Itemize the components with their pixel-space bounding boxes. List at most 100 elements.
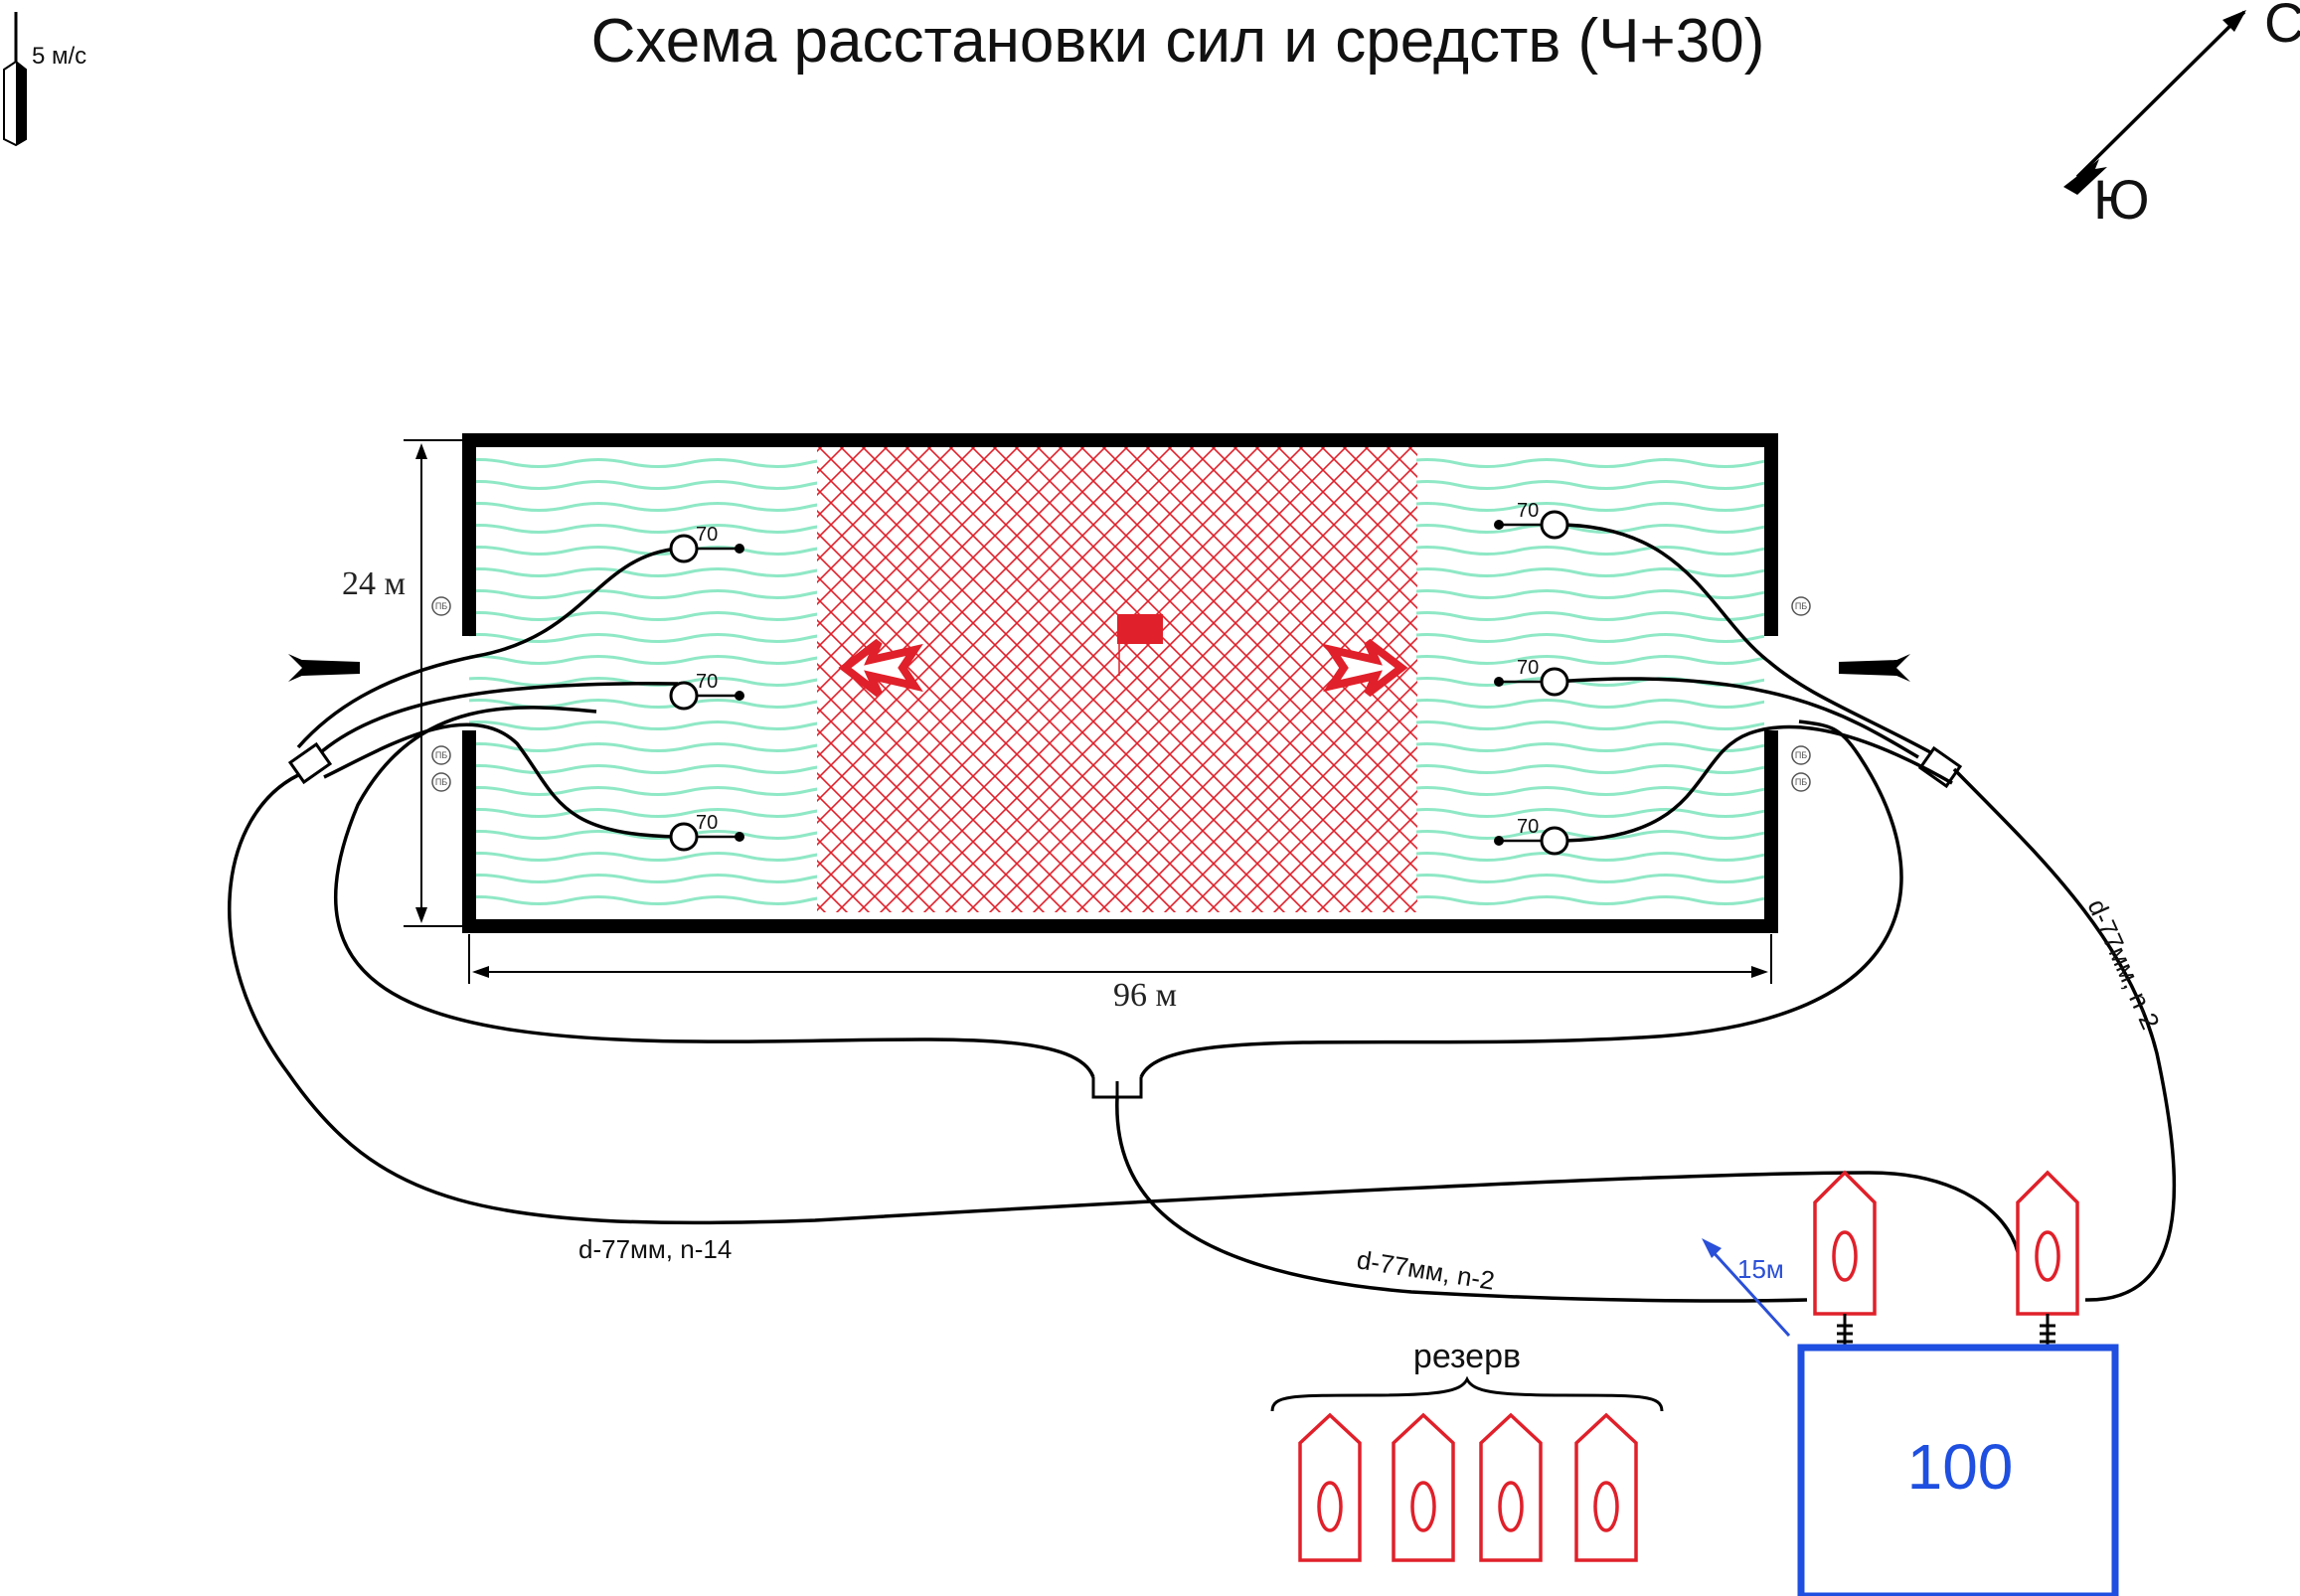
nozzle-left-1: 70 (669, 524, 744, 563)
reserve-engine (1298, 1412, 1362, 1562)
water-wave-line (1416, 699, 1764, 709)
water-wave-line (1416, 524, 1764, 534)
hose-label-main: d-77мм, n-14 (578, 1234, 732, 1264)
water-wave-line (469, 567, 817, 577)
north-arrow-icon (2222, 10, 2246, 32)
nozzle-left-3: 70 (669, 812, 744, 852)
water-wave-line (469, 764, 817, 774)
water-wave-line (1416, 458, 1764, 468)
water-wave-line (469, 611, 817, 621)
water-wave-line (469, 458, 817, 468)
water-wave-line (1416, 677, 1764, 687)
water-wave-line (469, 524, 817, 534)
water-wave-line (469, 742, 817, 752)
water-wave-line (469, 589, 817, 599)
nozzle-right-3: 70 (1494, 816, 1569, 856)
south-tail-icon (2063, 159, 2107, 195)
water-wave-line (1416, 611, 1764, 621)
page-title: Схема расстановки сил и средств (Ч+30) (591, 7, 1765, 76)
svg-text:ПБ: ПБ (435, 601, 447, 611)
nozzle-label: 70 (696, 812, 718, 834)
nozzle-right-2: 70 (1494, 657, 1569, 697)
water-wave-line (469, 502, 817, 512)
height-label: 24 м (342, 565, 406, 602)
water-wave-line (469, 720, 817, 730)
reserve-engine (1392, 1412, 1455, 1562)
svg-text:ПБ: ПБ (1795, 777, 1807, 787)
hydrant-mark: ПБ (431, 772, 451, 792)
height-dimension: 24 м (342, 439, 463, 927)
water-wave-line (1416, 567, 1764, 577)
water-wave-line (1416, 502, 1764, 512)
nozzle-label: 70 (696, 671, 718, 693)
water-wave-line (1416, 874, 1764, 883)
svg-text:ПБ: ПБ (1795, 750, 1807, 760)
reserve-engine (1574, 1412, 1638, 1562)
water-wave-line (1416, 852, 1764, 862)
nozzle-label: 70 (1517, 816, 1539, 838)
fire-spread-arrow-left (838, 638, 923, 698)
center-splitter (1091, 1077, 1143, 1099)
reserve-label: резерв (1413, 1338, 1521, 1375)
hydrant-mark: ПБ (431, 745, 451, 765)
width-dimension: 96 м (468, 934, 1772, 1014)
nozzle-label: 70 (696, 524, 718, 546)
reserve-group: резерв (1270, 1338, 1664, 1562)
distance-label: 15м (1737, 1254, 1784, 1284)
right-branch-connector (1917, 745, 1963, 789)
water-wave-line (469, 874, 817, 883)
compass-south-label: Ю (2093, 168, 2150, 231)
water-wave-line (1416, 589, 1764, 599)
water-wave-line (469, 786, 817, 796)
water-wave-line (1416, 742, 1764, 752)
fire-engine-1 (1813, 1170, 1877, 1316)
water-wave-line (469, 655, 817, 665)
nozzle-label: 70 (1517, 500, 1539, 522)
fire-spread-arrow-right (1323, 638, 1408, 698)
water-wave-line (1416, 633, 1764, 643)
fire-zone (817, 447, 1417, 912)
svg-text:ПБ: ПБ (435, 777, 447, 787)
right-water-zone (1416, 458, 1764, 905)
hydrant-mark: ПБ (1791, 745, 1811, 765)
water-wave-line (469, 808, 817, 818)
hydrant-mark: ПБ (431, 596, 451, 616)
hose-network (228, 523, 2177, 1303)
water-wave-line (469, 677, 817, 687)
water-wave-line (469, 480, 817, 490)
water-wave-line (469, 895, 817, 905)
nozzle-right-1: 70 (1494, 500, 1569, 540)
entry-arrow-right-icon (1839, 654, 1910, 682)
water-wave-line (1416, 720, 1764, 730)
wind-speed-label: 5 м/с (32, 43, 86, 70)
distance-arrow: 15м (1702, 1238, 1791, 1338)
fire-engine-2 (2016, 1170, 2079, 1316)
water-wave-line (1416, 655, 1764, 665)
svg-text:ПБ: ПБ (435, 750, 447, 760)
svg-text:ПБ: ПБ (1795, 601, 1807, 611)
water-wave-line (469, 852, 817, 862)
water-source: 100 (1797, 1344, 2119, 1596)
compass-north-label: С (2264, 0, 2300, 54)
water-wave-line (1416, 480, 1764, 490)
water-wave-line (1416, 808, 1764, 818)
nozzle-label: 70 (1517, 657, 1539, 679)
hydrant-mark: ПБ (1791, 596, 1811, 616)
water-wave-line (1416, 764, 1764, 774)
wind-indicator: 5 м/с (3, 12, 86, 147)
water-wave-line (1416, 830, 1764, 840)
water-source-volume: 100 (1907, 1431, 2014, 1503)
left-branch-connector (287, 741, 333, 785)
water-wave-line (1416, 786, 1764, 796)
compass: С Ю (2063, 0, 2300, 231)
entry-arrow-left-icon (288, 654, 360, 682)
nozzle-left-2: 70 (669, 671, 744, 711)
reserve-brace (1270, 1375, 1664, 1412)
hose-label-right: d-77мм, n-2 (2082, 894, 2166, 1034)
width-label: 96 м (1113, 977, 1177, 1014)
water-wave-line (1416, 895, 1764, 905)
hydrant-mark: ПБ (1791, 772, 1811, 792)
water-wave-line (1416, 546, 1764, 556)
fire-seat-marker (1117, 614, 1163, 644)
